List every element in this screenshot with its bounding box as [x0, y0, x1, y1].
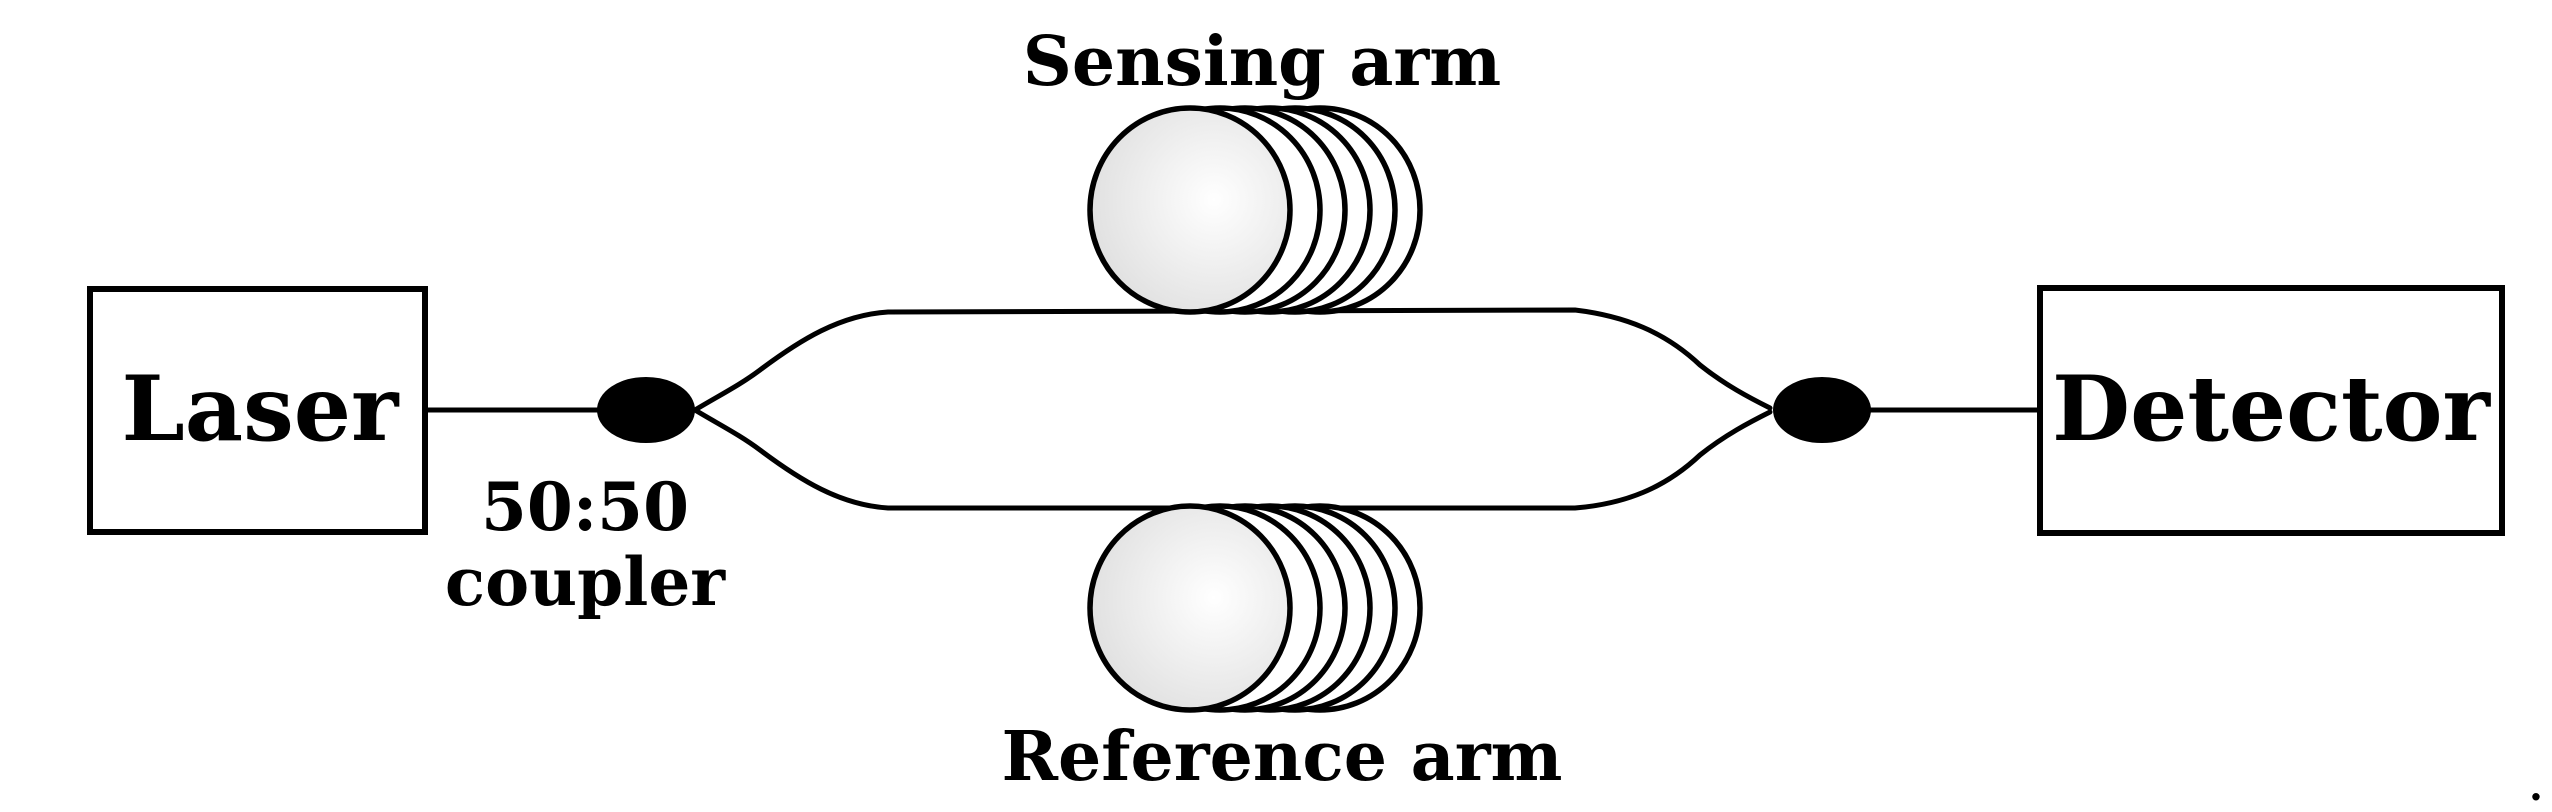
detector-block: Detector [2037, 285, 2505, 536]
laser-label: Laser [122, 356, 401, 462]
output-coupler-icon [1773, 377, 1871, 443]
reference-coil-front-loop [1087, 503, 1293, 713]
input-coupler-icon [597, 377, 695, 443]
coupler-name-label: coupler [445, 543, 726, 621]
laser-box [87, 286, 428, 535]
coupler-ratio-label: 50:50 [481, 468, 689, 546]
sensing-arm-coil-icon [1087, 105, 1423, 315]
sensing-arm-fiber [692, 307, 1773, 413]
trailing-period: . [2529, 763, 2543, 810]
detector-label: Detector [2052, 356, 2492, 462]
coupler-label: 50:50 coupler [445, 468, 726, 621]
reference-arm-label: Reference arm [1002, 717, 1563, 797]
reference-arm-fiber [692, 407, 1773, 511]
sensing-coil-front-loop [1087, 105, 1293, 315]
reference-arm-coil-icon [1087, 503, 1423, 713]
sensing-arm-label: Sensing arm [1023, 22, 1501, 102]
laser-block: Laser [87, 286, 428, 535]
detector-box [2037, 285, 2505, 536]
